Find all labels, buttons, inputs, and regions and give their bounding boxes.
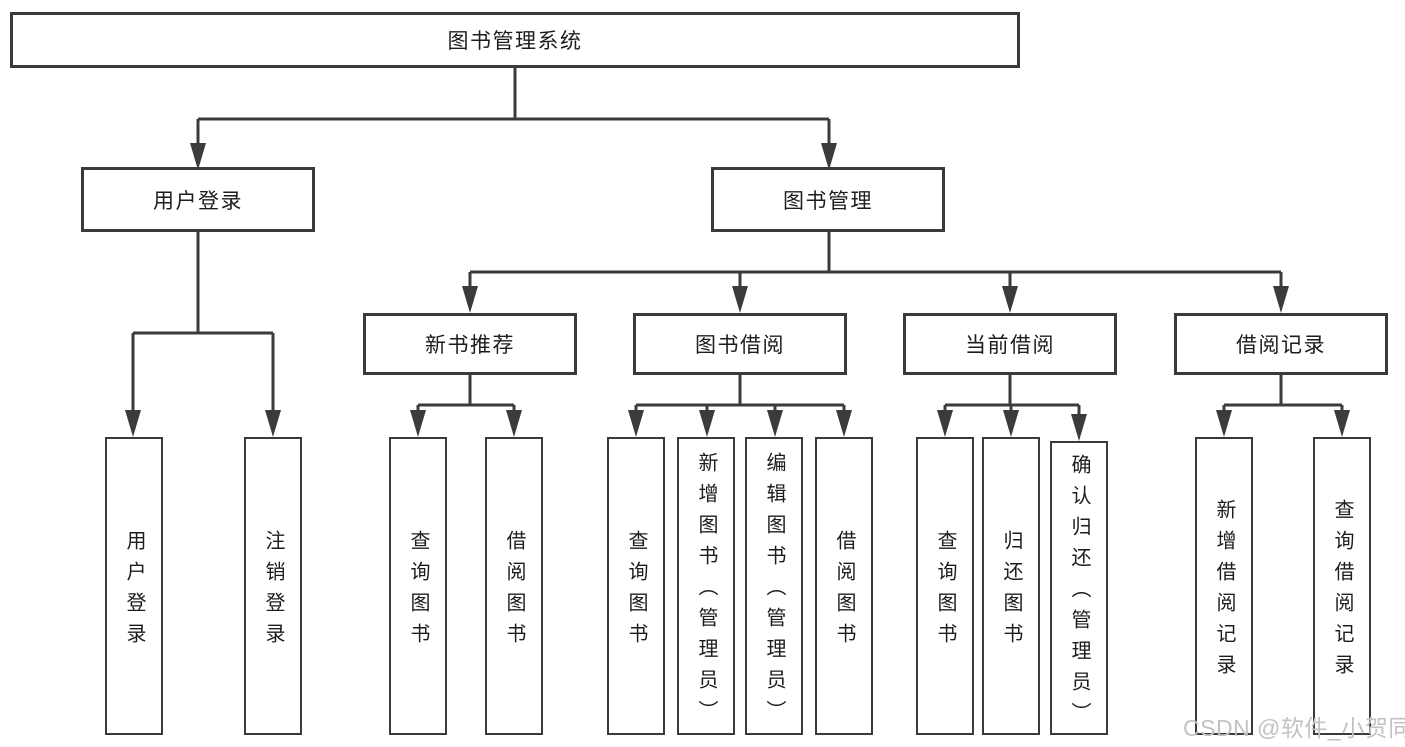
node-library-management-system: 图书管理系统	[10, 12, 1020, 68]
arrow-down-icon	[937, 410, 953, 437]
leaf-label: 新增借阅记录	[1213, 498, 1235, 685]
leaf-label: 用户登录	[123, 529, 145, 654]
connector-records-to-leaves	[1222, 375, 1344, 418]
arrow-down-icon	[821, 143, 837, 170]
leaf-query-borrow-record: 查询借阅记录	[1313, 437, 1371, 735]
arrow-down-icon	[265, 410, 281, 437]
leaf-label: 查询图书	[407, 529, 429, 654]
arrow-down-icon	[767, 410, 783, 437]
leaf-borrow-books-2: 借阅图书	[815, 437, 873, 735]
leaf-label: 编辑图书（管理员）	[763, 452, 785, 731]
csdn-watermark: CSDN @软件_小贺同学	[1183, 715, 1405, 741]
node-new-book-recommend: 新书推荐	[363, 313, 577, 375]
arrow-down-icon	[506, 410, 522, 437]
node-book-management-branch: 图书管理	[711, 167, 945, 232]
leaf-add-borrow-record: 新增借阅记录	[1195, 437, 1253, 735]
arrow-down-icon	[732, 286, 748, 313]
arrow-down-icon	[462, 286, 478, 313]
leaf-query-books-3: 查询图书	[916, 437, 974, 735]
arrow-down-icon	[1002, 286, 1018, 313]
node-borrowing-records: 借阅记录	[1174, 313, 1388, 375]
leaf-label: 查询图书	[934, 529, 956, 654]
leaf-label: 注销登录	[262, 529, 284, 654]
arrow-down-icon	[1216, 410, 1232, 437]
connector-root-to-level2	[196, 68, 831, 152]
leaf-user-login: 用户登录	[105, 437, 163, 735]
arrowheads	[125, 143, 1350, 441]
leaf-borrow-books-1: 借阅图书	[485, 437, 543, 735]
arrow-down-icon	[1003, 410, 1019, 437]
arrow-down-icon	[1273, 286, 1289, 313]
connector-bookborrow-to-leaves	[634, 375, 846, 418]
leaf-label: 查询借阅记录	[1331, 498, 1353, 685]
leaf-add-books-admin: 新增图书（管理员）	[677, 437, 735, 735]
arrow-down-icon	[1334, 410, 1350, 437]
leaf-query-books-1: 查询图书	[389, 437, 447, 735]
arrow-down-icon	[125, 410, 141, 437]
leaf-confirm-return-admin: 确认归还（管理员）	[1050, 441, 1108, 735]
arrow-down-icon	[190, 143, 206, 170]
arrow-down-icon	[1071, 414, 1087, 441]
node-user-login-branch: 用户登录	[81, 167, 315, 232]
arrow-down-icon	[699, 410, 715, 437]
connector-bookmgmt-to-level3	[468, 232, 1283, 294]
arrow-down-icon	[836, 410, 852, 437]
arrow-down-icon	[410, 410, 426, 437]
node-book-borrowing: 图书借阅	[633, 313, 847, 375]
leaf-label: 新增图书（管理员）	[695, 452, 717, 731]
leaf-query-books-2: 查询图书	[607, 437, 665, 735]
leaf-return-books: 归还图书	[982, 437, 1040, 735]
arrow-down-icon	[628, 410, 644, 437]
leaf-label: 借阅图书	[833, 529, 855, 654]
leaf-label: 借阅图书	[503, 529, 525, 654]
leaf-edit-books-admin: 编辑图书（管理员）	[745, 437, 803, 735]
connector-newbook-to-leaves	[416, 375, 516, 418]
node-current-borrowing: 当前借阅	[903, 313, 1117, 375]
leaf-label: 查询图书	[625, 529, 647, 654]
connector-userlogin-to-leaves	[131, 232, 275, 418]
leaf-logout: 注销登录	[244, 437, 302, 735]
leaf-label: 确认归还（管理员）	[1068, 454, 1090, 733]
leaf-label: 归还图书	[1000, 529, 1022, 654]
connector-segments	[131, 68, 1344, 422]
